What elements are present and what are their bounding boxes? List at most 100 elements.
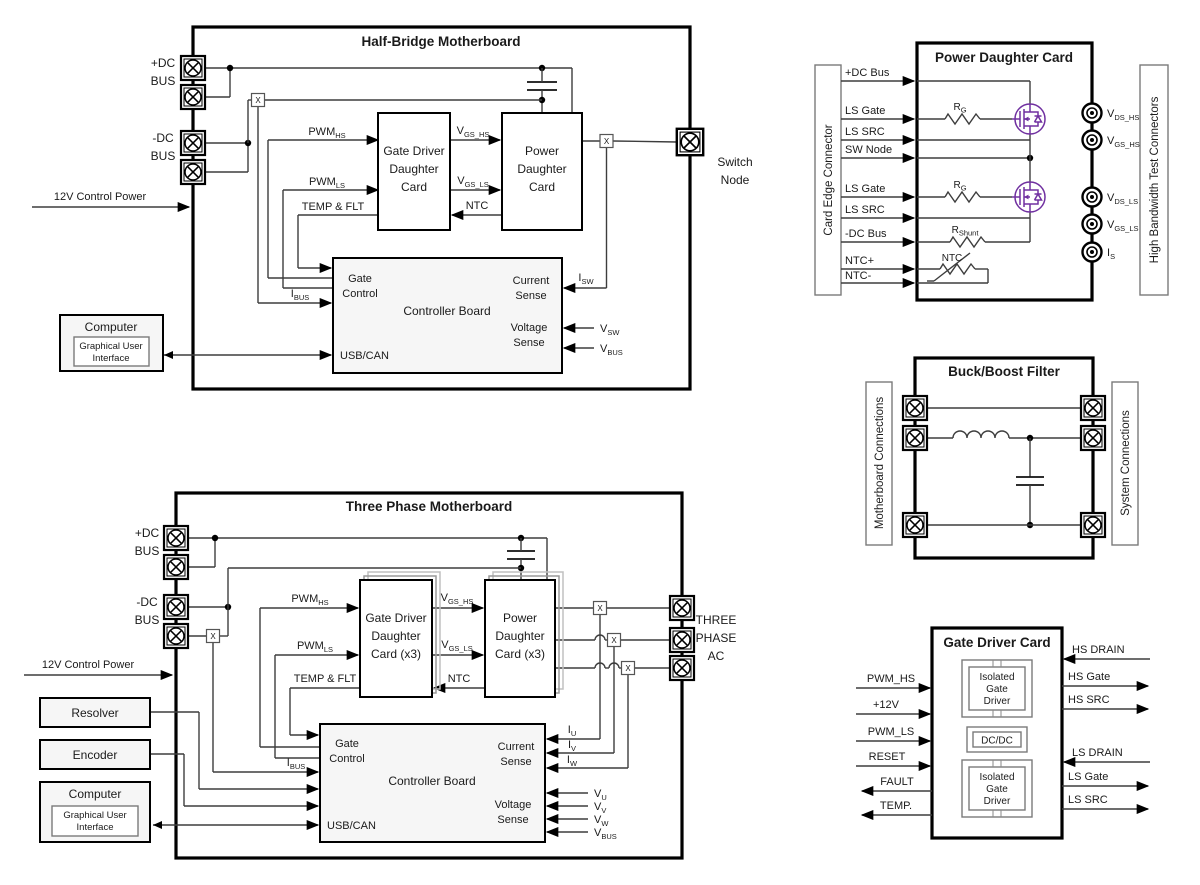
tp-gddc-label-1: Gate Driver bbox=[365, 611, 426, 625]
gdc-ls-drain-label: LS DRAIN bbox=[1072, 747, 1123, 759]
coax-is bbox=[1081, 241, 1103, 263]
pdc-in-gate-2: LS Gate bbox=[845, 183, 885, 195]
tp-usb-can-label: USB/CAN bbox=[327, 820, 376, 832]
igd1-label-3: Driver bbox=[984, 696, 1011, 707]
tp-gate-label: Gate bbox=[335, 738, 359, 750]
tp-gui-label-1: Graphical User bbox=[63, 810, 126, 821]
isolated-driver-2-inner bbox=[968, 766, 1026, 811]
gdc-12v-label: +12V bbox=[873, 699, 900, 711]
tp-vgs-hs-label: VGS_HS bbox=[441, 592, 474, 606]
switch-node-label-2: Node bbox=[721, 173, 750, 187]
igd1-label-2: Gate bbox=[986, 684, 1008, 695]
gdc-ls-gate-label: LS Gate bbox=[1068, 771, 1108, 783]
gdc-hs-drain-label: HS DRAIN bbox=[1072, 644, 1125, 656]
i-v-label: IV bbox=[568, 739, 576, 753]
tp-power-daughter-card bbox=[484, 579, 556, 698]
tp-minus-dc-bus-label: BUS bbox=[135, 613, 160, 627]
gdc-reset-label: RESET bbox=[869, 751, 906, 763]
switch-node-connector bbox=[675, 127, 705, 157]
three-phase-title: Three Phase Motherboard bbox=[346, 499, 513, 514]
power-daughter-card bbox=[501, 112, 583, 231]
filter-title: Buck/Boost Filter bbox=[948, 364, 1061, 379]
gui-label-1: Graphical User bbox=[79, 341, 142, 352]
voltage-label: Voltage bbox=[511, 322, 548, 334]
filter-left-connector-1 bbox=[901, 394, 929, 422]
pdc-in-dc-plus: +DC Bus bbox=[845, 67, 890, 79]
tp-plus-dc-label: +DC bbox=[135, 526, 160, 540]
filter-left-connector-3 bbox=[901, 511, 929, 539]
tp-control-power-label: 12V Control Power bbox=[42, 659, 135, 671]
control-label: Control bbox=[342, 288, 377, 300]
switch-current-sensor bbox=[599, 133, 614, 149]
minus-dc-bus-connector-1 bbox=[179, 129, 207, 157]
encoder-box bbox=[39, 739, 151, 770]
gate-driver-card-wiring bbox=[856, 653, 1150, 821]
filter-wiring bbox=[927, 407, 1081, 529]
gdc-ls-src-label: LS SRC bbox=[1068, 794, 1108, 806]
gdc-hs-src-label: HS SRC bbox=[1068, 694, 1110, 706]
i-s-label: IS bbox=[1107, 247, 1115, 261]
pdc-in-sw-node: SW Node bbox=[845, 144, 892, 156]
pdc-in-ntc-plus: NTC+ bbox=[845, 255, 874, 267]
vgs-ls-test-label: VGS_LS bbox=[1107, 219, 1139, 233]
pdc-in-gate-1: LS Gate bbox=[845, 105, 885, 117]
gdc-pwm-hs-label: PWM_HS bbox=[867, 673, 915, 685]
tp-voltage-label: Voltage bbox=[495, 799, 532, 811]
v-v-label: VV bbox=[594, 801, 606, 815]
high-side-mosfet-icon bbox=[1011, 103, 1046, 135]
plus-dc-bus-connector-1 bbox=[179, 54, 207, 82]
tp-pdc-label-3: Card (x3) bbox=[495, 647, 545, 661]
gdc-temp-label: TEMP. bbox=[880, 800, 912, 812]
phase-u-connector bbox=[668, 594, 696, 622]
half-bridge-title: Half-Bridge Motherboard bbox=[361, 34, 520, 49]
tp-gddc-label-3: Card (x3) bbox=[371, 647, 421, 661]
minus-dc-bus-connector-2 bbox=[179, 158, 207, 186]
tp-temp-flt-label: TEMP & FLT bbox=[294, 673, 357, 685]
tp-pdc-label-1: Power bbox=[503, 611, 537, 625]
pwm-hs-label: PWMHS bbox=[308, 126, 345, 140]
gate-driver-card-panel: Gate Driver Card Isolated Gate Driver DC… bbox=[856, 626, 1150, 840]
i-w-label: IW bbox=[567, 754, 578, 768]
control-power-label: 12V Control Power bbox=[54, 191, 147, 203]
gui-label-2: Interface bbox=[93, 353, 130, 364]
tp-plus-dc-connector-1 bbox=[162, 524, 190, 552]
three-phase-motherboard-panel: Three Phase Motherboard bbox=[24, 491, 736, 860]
phase-u-current-sensor bbox=[592, 600, 608, 616]
tp-computer-label: Computer bbox=[69, 787, 122, 801]
i-u-label: IU bbox=[568, 724, 576, 738]
current-label: Current bbox=[513, 275, 550, 287]
gddc-label-1: Gate Driver bbox=[383, 144, 444, 158]
gate-label: Gate bbox=[348, 273, 372, 285]
gddc-label-3: Card bbox=[401, 180, 427, 194]
controller-board bbox=[332, 257, 563, 374]
power-card-wiring bbox=[841, 75, 1034, 289]
coax-vds-ls bbox=[1081, 186, 1103, 208]
phase-w-current-sensor bbox=[620, 660, 636, 676]
gate-driver-card-outline bbox=[930, 626, 1064, 840]
tp-v-bus-label: VBUS bbox=[594, 827, 617, 841]
plus-dc-bus-label: BUS bbox=[151, 74, 176, 88]
resolver-box bbox=[39, 697, 151, 728]
tp-minus-dc-connector-2 bbox=[162, 622, 190, 650]
controller-label: Controller Board bbox=[403, 304, 490, 318]
tp-minus-dc-label: -DC bbox=[136, 595, 158, 609]
power-daughter-card-panel: Power Daughter Card Card Edge Connector … bbox=[814, 41, 1169, 302]
tp-bus-current-sensor bbox=[205, 628, 221, 644]
temp-flt-label: TEMP & FLT bbox=[302, 201, 365, 213]
tp-vgs-ls-label: VGS_LS bbox=[441, 639, 473, 653]
v-u-label: VU bbox=[594, 788, 607, 802]
phase-v-connector bbox=[668, 626, 696, 654]
pdc-in-dc-minus: -DC Bus bbox=[845, 228, 887, 240]
gate-driver-card-title: Gate Driver Card bbox=[943, 635, 1050, 650]
vds-ls-label: VDS_LS bbox=[1107, 192, 1138, 206]
pdc-label-1: Power bbox=[525, 144, 559, 158]
rg-label-2: RG bbox=[953, 180, 966, 193]
tp-gui-box bbox=[51, 805, 139, 837]
inductor-icon bbox=[952, 430, 1010, 439]
tp-pwm-hs-label: PWMHS bbox=[291, 593, 328, 607]
rg-label-1: RG bbox=[953, 102, 966, 115]
resolver-label: Resolver bbox=[71, 706, 118, 720]
tp-minus-dc-connector-1 bbox=[162, 593, 190, 621]
pdc-label-3: Card bbox=[529, 180, 555, 194]
dcdc-label: DC/DC bbox=[981, 736, 1013, 747]
